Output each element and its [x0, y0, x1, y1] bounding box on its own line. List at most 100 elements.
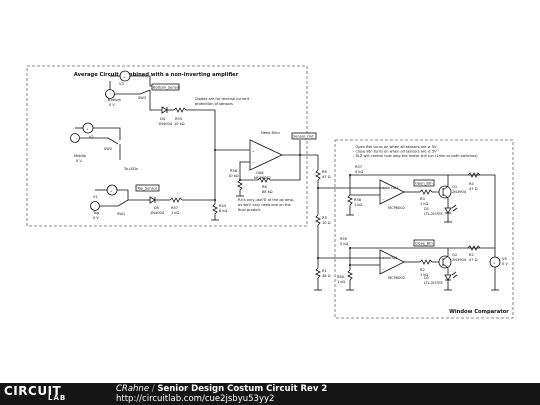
- note-to-leds: To LEDs: [123, 167, 138, 171]
- resistor-r4[interactable]: R4 47 Ω: [467, 172, 481, 191]
- svg-text:+: +: [123, 75, 126, 79]
- resistor-r2-47[interactable]: R2 47 Ω: [467, 245, 481, 262]
- resistor-r59-value: 5 kΩ: [340, 242, 349, 246]
- note-window-2: - Close Btn turns on when all sensors ar…: [353, 150, 437, 154]
- led-d1-value: LTL-2H7EE: [424, 212, 443, 216]
- opamp-oa2-name: OA2: [390, 256, 398, 260]
- resistor-r57-right[interactable]: R57 4 kΩ: [349, 165, 364, 178]
- resistor-r58-right-name: R58: [354, 198, 362, 202]
- resistor-r58-name: R58: [230, 169, 238, 173]
- source-v1-name: V1: [93, 195, 98, 199]
- opamp-oa8-value: MCP6002: [254, 176, 271, 180]
- svg-text:Need 8Vcc: Need 8Vcc: [261, 131, 280, 135]
- resistor-r3-name: R3: [420, 197, 425, 201]
- led-d2[interactable]: D2 LTL-2H7EE: [424, 271, 458, 285]
- svg-text:+: +: [252, 149, 255, 153]
- resistor-r60[interactable]: R60 1 kΩ: [337, 269, 353, 284]
- diode-d4[interactable]: D4 1N4004: [158, 106, 173, 126]
- led-d2-value: LTL-2H7EE: [424, 281, 443, 285]
- resistor-r59[interactable]: R59 5 kΩ: [340, 237, 349, 246]
- note-r6-1: R4's only use?D of the op amp,: [238, 198, 294, 202]
- svg-text:−: −: [382, 267, 385, 271]
- net-open-btn-label: Open_Btn: [415, 182, 433, 186]
- source-v3[interactable]: + V3 Bottom 0 V: [105, 70, 131, 107]
- resistor-r44-name: R44: [219, 204, 227, 208]
- resistor-r53[interactable]: R53 10 kΩ: [173, 107, 187, 126]
- transistor-q1[interactable]: Q1 2N3904: [438, 185, 467, 199]
- resistor-r60-value: 1 kΩ: [337, 280, 346, 284]
- led-d2-name: D2: [424, 276, 429, 280]
- switch-sw2-label: SW2: [104, 147, 112, 151]
- resistor-r57-right-value: 4 kΩ: [355, 170, 364, 174]
- opamp-oa2-value: MCP6002: [388, 276, 405, 280]
- diode-d4-value: 1N4004: [158, 122, 173, 126]
- logo-text-top: CIRCUIT: [4, 384, 62, 398]
- circuit-title: Senior Design Costum Circuit Rev 2: [157, 384, 328, 394]
- resistor-r44[interactable]: R44 8 kΩ: [211, 200, 228, 221]
- author-name[interactable]: CRahne: [116, 384, 150, 394]
- note-diodes-2: protection of sensors: [195, 102, 233, 106]
- source-v1-label: Top: [92, 211, 100, 215]
- opamp-oa2[interactable]: + − OA2 MCP6002: [379, 249, 405, 280]
- resistor-r57-left-value: 1 kΩ: [171, 211, 180, 215]
- resistor-r1-value: 48 Ω: [322, 274, 331, 278]
- svg-text:−: −: [252, 160, 255, 164]
- source-v2-label: Middle: [74, 154, 87, 158]
- diode-d5[interactable]: D5 1N4004: [149, 196, 165, 215]
- diode-d5-value: 1N4004: [150, 211, 165, 215]
- net-top-sensor: [135, 184, 160, 192]
- net-open-btn: [413, 179, 435, 187]
- resistor-r57-left[interactable]: R57 1 kΩ: [169, 197, 183, 215]
- resistor-r44-value: 8 kΩ: [219, 209, 228, 213]
- source-v4[interactable]: + V4 5 V: [489, 256, 508, 268]
- resistor-r53-value: 10 kΩ: [174, 122, 185, 126]
- resistor-r6-feedback[interactable]: R6 88 kΩ: [257, 177, 273, 194]
- note-window-3: - RLZ will control how long the motor wi…: [353, 154, 478, 158]
- window-comparator-title: Window Comparator: [449, 309, 509, 315]
- svg-text:+: +: [110, 189, 113, 193]
- resistor-r58-gnd[interactable]: R58 10 kΩ: [228, 169, 244, 197]
- resistor-r6-ladder[interactable]: R6 47 Ω: [315, 169, 331, 181]
- svg-text:−: −: [382, 197, 385, 201]
- resistor-r58-value: 10 kΩ: [228, 174, 239, 178]
- opamp-oa8[interactable]: + − OA8 MCP6002: [249, 139, 283, 180]
- source-v2[interactable]: + V2 Middle 0 V: [70, 122, 94, 163]
- net-close-btn-label: Close_Btn: [415, 242, 433, 246]
- circuit-url[interactable]: http://circuitlab.com/cue2jsbyu53yy2: [116, 394, 275, 404]
- resistor-r58-right-value: 1 kΩ: [354, 203, 363, 207]
- resistor-r3-value: 1 kΩ: [420, 202, 429, 206]
- note-r6-3: final product: [238, 208, 261, 212]
- led-d1-name: D1: [424, 207, 429, 211]
- svg-text:+: +: [493, 261, 496, 265]
- source-v3-label: Bottom: [108, 98, 122, 102]
- led-d1[interactable]: D1 LTL-2H7EE: [424, 204, 458, 216]
- resistor-r3[interactable]: R3 1 kΩ: [419, 189, 433, 206]
- net-close-btn: [413, 239, 435, 247]
- circuitlab-logo[interactable]: CIRCUIT LAB: [4, 384, 100, 404]
- source-v1[interactable]: + V1 Top 0 V: [90, 184, 118, 220]
- resistor-r5-value: 10 Ω: [322, 221, 331, 225]
- resistor-r2-47-value: 47 Ω: [469, 258, 478, 262]
- opamp-oa1[interactable]: + − OA1 MCP6002: [379, 179, 405, 210]
- resistor-r60-name: R60: [337, 275, 345, 279]
- resistor-r5[interactable]: R5 10 Ω: [315, 214, 331, 226]
- source-v4-value: 5 V: [502, 262, 508, 266]
- resistor-r6-ladder-value: 47 Ω: [322, 175, 331, 179]
- resistor-r5-name: R5: [322, 216, 327, 220]
- resistor-r1-name: R1: [322, 269, 327, 273]
- transistor-q2-name: Q2: [452, 253, 457, 257]
- resistor-r2[interactable]: R2 1 kΩ: [419, 259, 433, 277]
- opamp-oa1-name: OA1: [391, 186, 399, 190]
- source-v3-name: V3: [119, 82, 124, 86]
- diode-d4-name: D4: [160, 117, 166, 121]
- net-top-sensor-label: Top_Sensor: [136, 187, 158, 191]
- schematic-canvas: Average Circuit combined with a non-inve…: [26, 65, 514, 319]
- note-diodes-1: Diodes are for reverse current: [195, 97, 250, 101]
- resistor-r1[interactable]: R1 48 Ω: [315, 267, 331, 279]
- net-sensor-out-label: Sensor_Out: [293, 135, 314, 139]
- resistor-r57-left-name: R57: [171, 206, 178, 210]
- source-v2-voltage: 0 V: [76, 159, 82, 163]
- resistor-r58-right[interactable]: R58 1 kΩ: [347, 194, 363, 207]
- note-window-1: - Open Btn turns on when all sensors are…: [353, 145, 437, 149]
- transistor-q2[interactable]: Q2 2N3904: [438, 253, 467, 269]
